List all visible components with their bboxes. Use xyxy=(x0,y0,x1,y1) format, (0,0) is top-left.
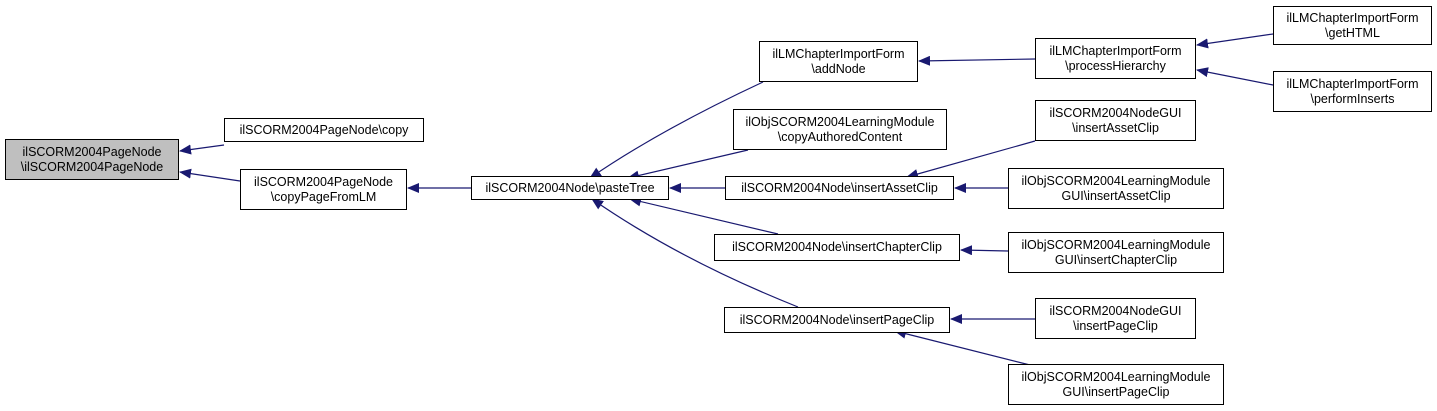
node-copy-authored-content[interactable]: ilObjSCORM2004LearningModule \copyAuthor… xyxy=(733,109,947,150)
node-copy[interactable]: ilSCORM2004PageNode\copy xyxy=(224,118,424,142)
edge-lmAddNode-to-pasteTree xyxy=(589,81,764,179)
node-perform-inserts[interactable]: ilLMChapterImportForm \performInserts xyxy=(1273,71,1432,112)
edge-lmGuiPage-to-insertPageClip xyxy=(894,328,1031,366)
node-insert-asset-clip-line1: ilSCORM2004Node\insertAssetClip xyxy=(741,180,938,195)
node-paste-tree[interactable]: ilSCORM2004Node\pasteTree xyxy=(471,176,669,200)
edge-copyPageFromLM-to-root xyxy=(179,168,241,182)
node-paste-tree-line1: ilSCORM2004Node\pasteTree xyxy=(485,180,655,195)
node-process-hierarchy-line1: ilLMChapterImportForm xyxy=(1049,43,1182,58)
node-get-html[interactable]: ilLMChapterImportForm \getHTML xyxy=(1273,6,1432,45)
node-node-gui-insert-asset-clip-line1: ilSCORM2004NodeGUI xyxy=(1049,105,1182,120)
edge-insertPageClip-to-pasteTree xyxy=(591,198,799,308)
node-lm-add-node-line1: ilLMChapterImportForm xyxy=(772,46,905,61)
edge-insertChapterClip-to-pasteTree xyxy=(629,196,779,235)
node-lm-gui-insert-asset-clip[interactable]: ilObjSCORM2004LearningModule GUI\insertA… xyxy=(1008,168,1224,209)
node-copy-authored-content-line1: ilObjSCORM2004LearningModule xyxy=(745,114,935,129)
node-node-gui-insert-page-clip-line2: \insertPageClip xyxy=(1073,318,1158,333)
node-perform-inserts-line1: ilLMChapterImportForm xyxy=(1286,76,1419,91)
edge-nodeGuiAsset-to-insertAssetClip xyxy=(906,140,1036,179)
node-process-hierarchy[interactable]: ilLMChapterImportForm \processHierarchy xyxy=(1035,38,1196,79)
node-lm-gui-insert-page-clip-line1: ilObjSCORM2004LearningModule xyxy=(1021,369,1211,384)
edge-copy-to-root xyxy=(179,144,225,155)
edge-getHTML-to-processHierarchy xyxy=(1196,33,1274,49)
node-insert-chapter-clip-line1: ilSCORM2004Node\insertChapterClip xyxy=(732,240,942,254)
node-copy-page-from-lm-line2: \copyPageFromLM xyxy=(270,189,377,204)
edge-processHierarchy-to-lmAddNode xyxy=(918,55,1036,66)
edge-lmGuiChapter-to-insertChapterClip xyxy=(960,245,1009,256)
node-lm-gui-insert-asset-clip-line1: ilObjSCORM2004LearningModule xyxy=(1021,173,1211,188)
node-lm-add-node-line2: \addNode xyxy=(811,61,866,76)
edge-performInserts-to-processHierarchy xyxy=(1196,67,1274,86)
node-get-html-line1: ilLMChapterImportForm xyxy=(1286,10,1419,25)
node-lm-gui-insert-page-clip-line2: GUI\insertPageClip xyxy=(1062,384,1170,399)
node-root-line2: \ilSCORM2004PageNode xyxy=(20,159,164,174)
node-root-line1: ilSCORM2004PageNode xyxy=(22,144,162,159)
node-copy-authored-content-line2: \copyAuthoredContent xyxy=(777,129,903,144)
node-copy-line1: ilSCORM2004PageNode\copy xyxy=(239,122,409,137)
node-node-gui-insert-page-clip[interactable]: ilSCORM2004NodeGUI \insertPageClip xyxy=(1035,298,1196,339)
node-node-gui-insert-page-clip-line1: ilSCORM2004NodeGUI xyxy=(1049,303,1182,318)
node-root[interactable]: ilSCORM2004PageNode \ilSCORM2004PageNode xyxy=(5,139,179,180)
node-insert-page-clip[interactable]: ilSCORM2004Node\insertPageClip xyxy=(724,307,950,333)
node-lm-gui-insert-chapter-clip[interactable]: ilObjSCORM2004LearningModule GUI\insertC… xyxy=(1008,232,1224,273)
node-insert-chapter-clip[interactable]: ilSCORM2004Node\insertChapterClip xyxy=(714,234,960,261)
node-node-gui-insert-asset-clip-line2: \insertAssetClip xyxy=(1072,120,1159,135)
node-process-hierarchy-line2: \processHierarchy xyxy=(1065,58,1166,73)
node-perform-inserts-line2: \performInserts xyxy=(1310,91,1395,106)
edge-copyAuthored-to-pasteTree xyxy=(627,149,749,181)
node-get-html-line2: \getHTML xyxy=(1325,25,1380,40)
node-lm-gui-insert-chapter-clip-line2: GUI\insertChapterClip xyxy=(1054,252,1178,267)
node-insert-page-clip-line1: ilSCORM2004Node\insertPageClip xyxy=(739,312,935,327)
node-lm-add-node[interactable]: ilLMChapterImportForm \addNode xyxy=(759,41,918,82)
node-copy-page-from-lm-line1: ilSCORM2004PageNode xyxy=(254,174,393,189)
node-lm-gui-insert-chapter-clip-line1: ilObjSCORM2004LearningModule xyxy=(1021,237,1211,252)
node-insert-asset-clip[interactable]: ilSCORM2004Node\insertAssetClip xyxy=(725,176,954,200)
node-lm-gui-insert-page-clip[interactable]: ilObjSCORM2004LearningModule GUI\insertP… xyxy=(1008,364,1224,405)
node-copy-page-from-lm[interactable]: ilSCORM2004PageNode \copyPageFromLM xyxy=(240,169,407,210)
node-lm-gui-insert-asset-clip-line2: GUI\insertAssetClip xyxy=(1061,188,1171,203)
node-node-gui-insert-asset-clip[interactable]: ilSCORM2004NodeGUI \insertAssetClip xyxy=(1035,100,1196,141)
